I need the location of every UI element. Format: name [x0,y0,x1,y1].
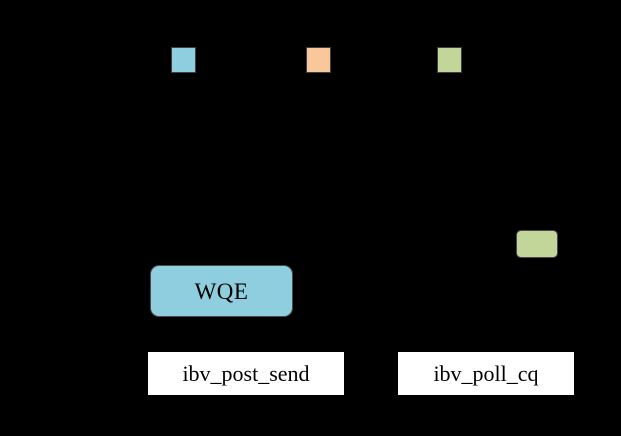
cqe-chip-node [516,230,558,258]
api-box-poll-cq-label: ibv_poll_cq [433,360,539,386]
legend-swatch-orange [306,47,331,73]
legend-swatch-blue [171,47,196,73]
api-box-post-send-label: ibv_post_send [182,360,310,386]
legend-swatch-green [437,47,462,73]
api-box-poll-cq: ibv_poll_cq [398,352,574,395]
wqe-node: WQE [150,265,293,317]
api-box-post-send: ibv_post_send [148,352,344,395]
wqe-node-label: WQE [194,278,249,304]
